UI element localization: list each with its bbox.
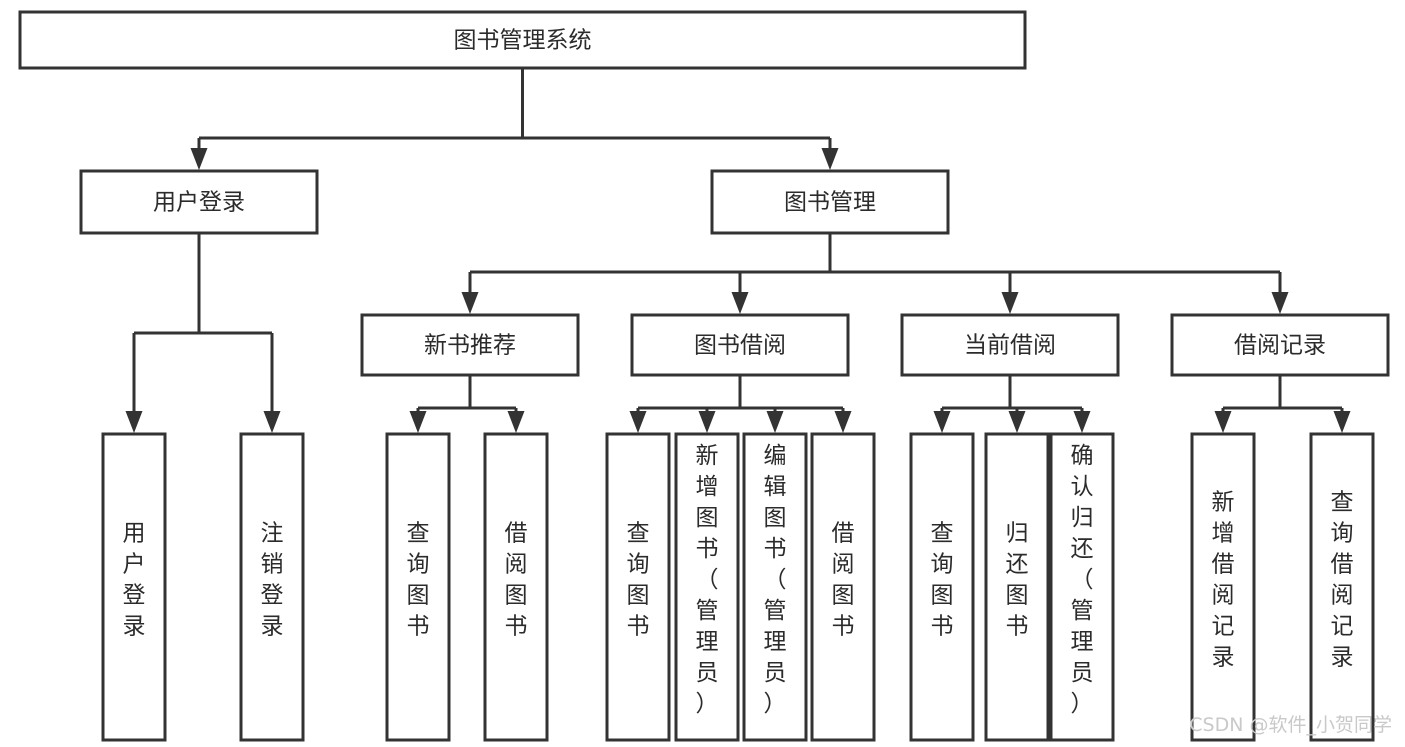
node-new-book-rec[interactable]: 新书推荐: [360, 313, 580, 377]
nodes-layer: 图书管理系统用户登录图书管理新书推荐图书借阅当前借阅借阅记录用户登录注销登录查询…: [18, 10, 1390, 742]
node-box-root: [18, 10, 1027, 70]
node-leaf-return-book[interactable]: 归还图书: [984, 432, 1050, 742]
connectors-layer: [125, 68, 1351, 433]
node-label-leaf-user-login: 用户登录: [123, 521, 146, 640]
node-leaf-confirm-return[interactable]: 确认归还（管理员）: [1049, 432, 1115, 742]
node-box-borrow-record: [1170, 313, 1390, 377]
node-box-leaf-query-book-3: [909, 432, 975, 742]
node-leaf-add-record[interactable]: 新增借阅记录: [1190, 432, 1256, 742]
node-root[interactable]: 图书管理系统: [18, 10, 1027, 70]
node-leaf-add-book[interactable]: 新增图书（管理员）: [674, 432, 740, 742]
node-label-leaf-add-record: 新增借阅记录: [1212, 490, 1235, 671]
watermark-label: CSDN @软件_小贺同学: [1189, 714, 1392, 736]
arrowhead-user-login: [190, 148, 208, 170]
arrowhead-leaf-query-book-1: [409, 411, 427, 433]
node-label-leaf-query-book-2: 查询图书: [627, 521, 650, 640]
node-label-user-login: 用户登录: [153, 190, 245, 216]
node-label-leaf-return-book: 归还图书: [1006, 521, 1029, 640]
node-box-leaf-query-book-2: [605, 432, 671, 742]
node-leaf-borrow-book-2[interactable]: 借阅图书: [810, 432, 876, 742]
node-label-root: 图书管理系统: [454, 28, 592, 54]
node-box-leaf-return-book: [984, 432, 1050, 742]
node-box-leaf-query-book-1: [385, 432, 451, 742]
arrowhead-new-book-rec: [461, 292, 479, 314]
node-label-leaf-user-logout: 注销登录: [261, 521, 284, 640]
node-box-leaf-edit-book: [742, 432, 808, 742]
node-label-book-manage: 图书管理: [784, 190, 876, 216]
node-label-leaf-borrow-book-2: 借阅图书: [832, 521, 855, 640]
node-box-book-manage: [710, 169, 950, 235]
node-label-leaf-edit-book: 编辑图书（管理员）: [764, 443, 787, 717]
connector-group-root: [190, 68, 839, 170]
connector-group-borrow-record: [1214, 375, 1351, 433]
node-box-leaf-borrow-book-1: [483, 432, 549, 742]
node-box-new-book-rec: [360, 313, 580, 377]
arrowhead-leaf-borrow-book-1: [507, 411, 525, 433]
arrowhead-current-borrow: [1001, 292, 1019, 314]
arrowhead-leaf-user-login: [125, 411, 143, 433]
node-label-borrow-record: 借阅记录: [1234, 333, 1326, 359]
node-box-leaf-user-logout: [239, 432, 305, 742]
node-user-login[interactable]: 用户登录: [79, 169, 319, 235]
arrowhead-leaf-query-record: [1333, 411, 1351, 433]
arrowhead-leaf-query-book-2: [629, 411, 647, 433]
node-box-leaf-add-book: [674, 432, 740, 742]
arrowhead-leaf-return-book: [1008, 411, 1026, 433]
node-box-leaf-user-login: [101, 432, 167, 742]
node-leaf-query-book-1[interactable]: 查询图书: [385, 432, 451, 742]
node-label-leaf-query-book-1: 查询图书: [407, 521, 430, 640]
connector-group-new-book-rec: [409, 375, 525, 433]
node-label-leaf-borrow-book-1: 借阅图书: [505, 521, 528, 640]
node-box-leaf-confirm-return: [1049, 432, 1115, 742]
node-book-manage[interactable]: 图书管理: [710, 169, 950, 235]
node-label-leaf-confirm-return: 确认归还（管理员）: [1071, 443, 1094, 717]
arrowhead-leaf-user-logout: [263, 411, 281, 433]
node-label-current-borrow: 当前借阅: [964, 333, 1056, 359]
node-label-leaf-query-book-3: 查询图书: [931, 521, 954, 640]
node-box-current-borrow: [900, 313, 1120, 377]
node-leaf-query-book-2[interactable]: 查询图书: [605, 432, 671, 742]
arrowhead-leaf-confirm-return: [1073, 411, 1091, 433]
node-leaf-borrow-book-1[interactable]: 借阅图书: [483, 432, 549, 742]
node-leaf-user-logout[interactable]: 注销登录: [239, 432, 305, 742]
connector-group-current-borrow: [933, 375, 1091, 433]
arrowhead-leaf-borrow-book-2: [834, 411, 852, 433]
node-leaf-query-record[interactable]: 查询借阅记录: [1309, 432, 1375, 742]
connector-group-book-borrow: [629, 375, 852, 433]
node-book-borrow[interactable]: 图书借阅: [630, 313, 850, 377]
arrowhead-book-borrow: [731, 292, 749, 314]
node-label-leaf-query-record: 查询借阅记录: [1331, 490, 1354, 671]
node-current-borrow[interactable]: 当前借阅: [900, 313, 1120, 377]
node-box-leaf-borrow-book-2: [810, 432, 876, 742]
arrowhead-leaf-add-record: [1214, 411, 1232, 433]
node-label-new-book-rec: 新书推荐: [424, 333, 516, 359]
connector-group-book-manage: [461, 233, 1289, 314]
node-box-leaf-add-record: [1190, 432, 1256, 742]
arrowhead-leaf-add-book: [698, 411, 716, 433]
node-leaf-user-login[interactable]: 用户登录: [101, 432, 167, 742]
arrowhead-borrow-record: [1271, 292, 1289, 314]
node-label-leaf-add-book: 新增图书（管理员）: [696, 443, 719, 717]
arrowhead-book-manage: [821, 148, 839, 170]
node-label-book-borrow: 图书借阅: [694, 333, 786, 359]
node-borrow-record[interactable]: 借阅记录: [1170, 313, 1390, 377]
node-leaf-query-book-3[interactable]: 查询图书: [909, 432, 975, 742]
node-leaf-edit-book[interactable]: 编辑图书（管理员）: [742, 432, 808, 742]
arrowhead-leaf-edit-book: [766, 411, 784, 433]
connector-group-user-login: [125, 233, 281, 433]
node-box-user-login: [79, 169, 319, 235]
arrowhead-leaf-query-book-3: [933, 411, 951, 433]
node-box-leaf-query-record: [1309, 432, 1375, 742]
node-box-book-borrow: [630, 313, 850, 377]
